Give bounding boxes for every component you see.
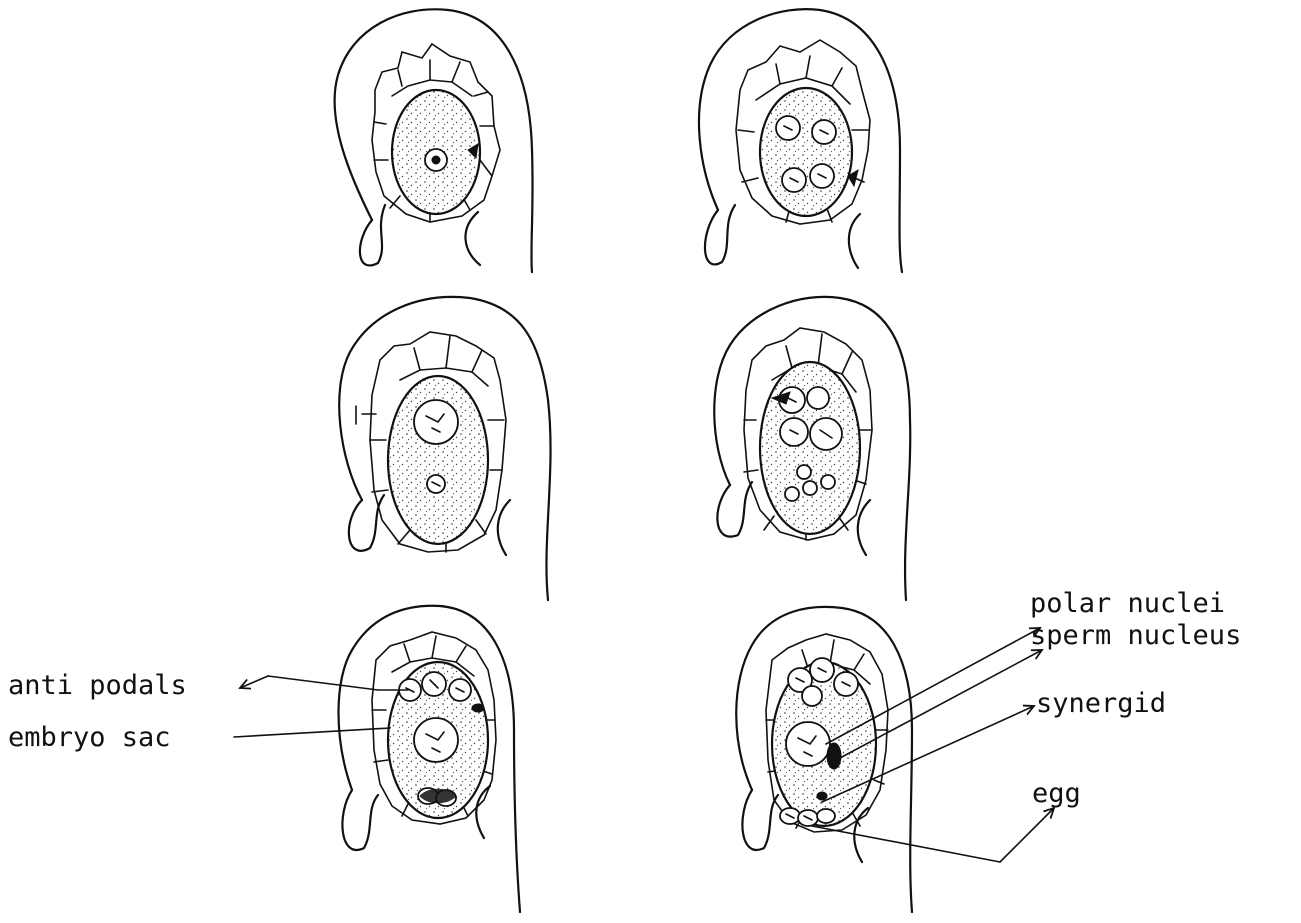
label-sperm-nucleus: sperm nucleus <box>1030 620 1241 651</box>
inner-integument <box>360 205 385 265</box>
ovule-stage-4 <box>714 297 910 600</box>
label-synergid: synergid <box>1036 688 1166 719</box>
sperm-nucleus <box>827 743 841 769</box>
ovule-stage-6 <box>736 607 912 912</box>
label-polar-nuclei: polar nuclei <box>1030 588 1225 619</box>
antipodal-cell <box>802 686 822 706</box>
label-antipodals: anti podals <box>8 670 187 701</box>
ovule-stage-3 <box>339 297 550 600</box>
label-leaders <box>234 628 1054 862</box>
embryo-sac-leader <box>234 728 390 737</box>
embryo-sac-four-nucleate <box>760 88 852 216</box>
labels: anti podals embryo sac polar nuclei sper… <box>8 588 1241 809</box>
label-embryo-sac: embryo sac <box>8 722 171 753</box>
egg-leader <box>812 826 1000 862</box>
central-nucleus <box>414 718 458 762</box>
ovule-stage-1 <box>335 9 533 272</box>
label-egg: egg <box>1032 778 1081 809</box>
ovule-stage-2 <box>699 9 902 272</box>
antipodals-leader <box>240 676 268 688</box>
polar-nuclei <box>786 722 830 766</box>
ovule-stage-5 <box>339 606 521 912</box>
embryo-sac-eight-nucleate <box>760 362 860 534</box>
